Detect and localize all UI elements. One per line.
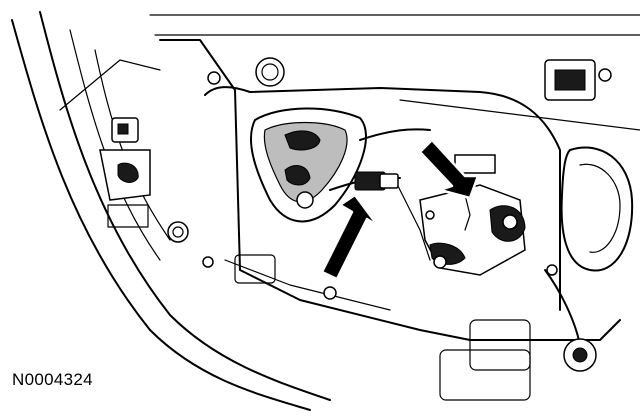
callout-arrow-connector (320, 193, 380, 281)
figure-label: N0004324 (12, 370, 93, 389)
callout-arrows (320, 138, 480, 281)
speaker-opening (560, 146, 634, 272)
door-latch-assembly (419, 154, 526, 276)
handle-opening (249, 107, 367, 223)
inner-door-panel (159, 39, 621, 341)
electrical-connector (354, 171, 399, 191)
lower-components (439, 264, 597, 401)
hinge-bracket (99, 117, 151, 228)
window-regulator (399, 59, 640, 131)
door-frame-edge (11, 11, 640, 411)
callout-arrow-latch (418, 138, 480, 200)
